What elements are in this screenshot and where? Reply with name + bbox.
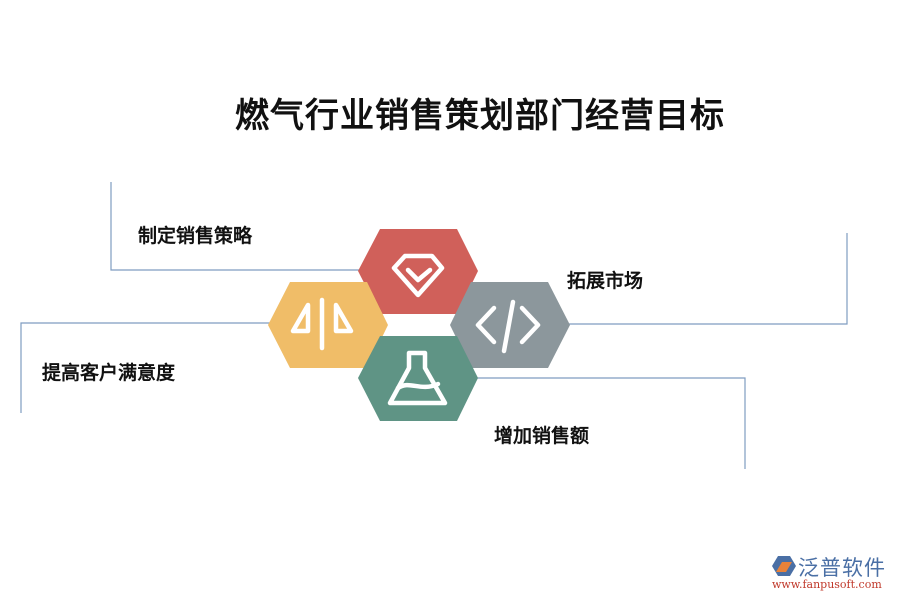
label-satisfaction: 提高客户满意度 — [42, 362, 176, 384]
code-icon — [475, 299, 541, 354]
diagram-title: 燃气行业销售策划部门经营目标 — [235, 96, 725, 136]
logo-mark-icon — [772, 556, 796, 576]
label-market: 拓展市场 — [567, 270, 644, 292]
hexagon-satisfaction — [268, 282, 388, 368]
label-strategy: 制定销售策略 — [138, 225, 253, 247]
connector-line-4 — [450, 377, 746, 469]
connector-line-1 — [110, 182, 400, 271]
flask-icon — [387, 350, 448, 406]
hexagon-sales — [358, 336, 478, 421]
hexagon-strategy — [358, 229, 478, 314]
hexagon-market — [450, 282, 570, 368]
logo-url: www.fanpusoft.com — [772, 578, 882, 591]
label-sales: 增加销售额 — [494, 425, 590, 447]
logo-name: 泛普软件 — [798, 556, 886, 580]
mirror-triangles-icon — [290, 297, 354, 351]
connector-line-3 — [551, 233, 848, 325]
connector-line-2 — [20, 322, 315, 413]
fanpu-logo: 泛普软件 www.fanpusoft.com — [768, 552, 898, 596]
connector-lines — [20, 182, 848, 469]
diamond-check-icon — [391, 253, 445, 298]
